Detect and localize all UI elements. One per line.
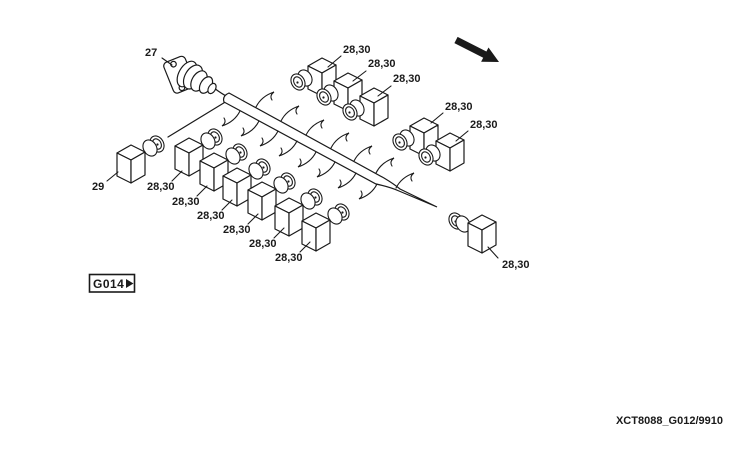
figure-code: XCT8088_G012/9910 xyxy=(616,415,723,427)
harness-trunk xyxy=(167,87,438,208)
forward-arrow-icon xyxy=(126,279,134,288)
nav-ref-g014-box[interactable]: G014 xyxy=(88,273,136,293)
callout-28-30[interactable]: 28,30 xyxy=(147,181,175,193)
callout-29[interactable]: 29 xyxy=(92,181,104,193)
callout-28-30[interactable]: 28,30 xyxy=(197,210,225,222)
callout-28-30[interactable]: 28,30 xyxy=(445,101,473,113)
callout-28-30[interactable]: 28,30 xyxy=(172,196,200,208)
callout-28-30[interactable]: 28,30 xyxy=(249,238,277,250)
callout-28-30[interactable]: 28,30 xyxy=(223,224,251,236)
callout-28-30[interactable]: 28,30 xyxy=(368,58,396,70)
nav-ref-label[interactable]: G014 xyxy=(93,277,124,291)
callout-leader-lines xyxy=(106,55,499,259)
harness-branch-line xyxy=(167,100,228,138)
callout-28-30[interactable]: 28,30 xyxy=(470,119,498,131)
single-connector-29-graphic xyxy=(117,133,167,183)
callout-labels: 27 28,30 28,30 28,30 28,30 28,30 29 28,3… xyxy=(92,44,530,271)
harness-band xyxy=(222,92,438,208)
direction-arrow-icon xyxy=(454,36,499,62)
callout-27[interactable]: 27 xyxy=(145,47,157,59)
injector-connector-graphic xyxy=(446,210,496,253)
callout-28-30[interactable]: 28,30 xyxy=(393,73,421,85)
callout-28-30[interactable]: 28,30 xyxy=(502,259,530,271)
round-connector-27-graphic xyxy=(163,55,217,95)
callout-28-30[interactable]: 28,30 xyxy=(275,252,303,264)
callout-28-30[interactable]: 28,30 xyxy=(343,44,371,56)
